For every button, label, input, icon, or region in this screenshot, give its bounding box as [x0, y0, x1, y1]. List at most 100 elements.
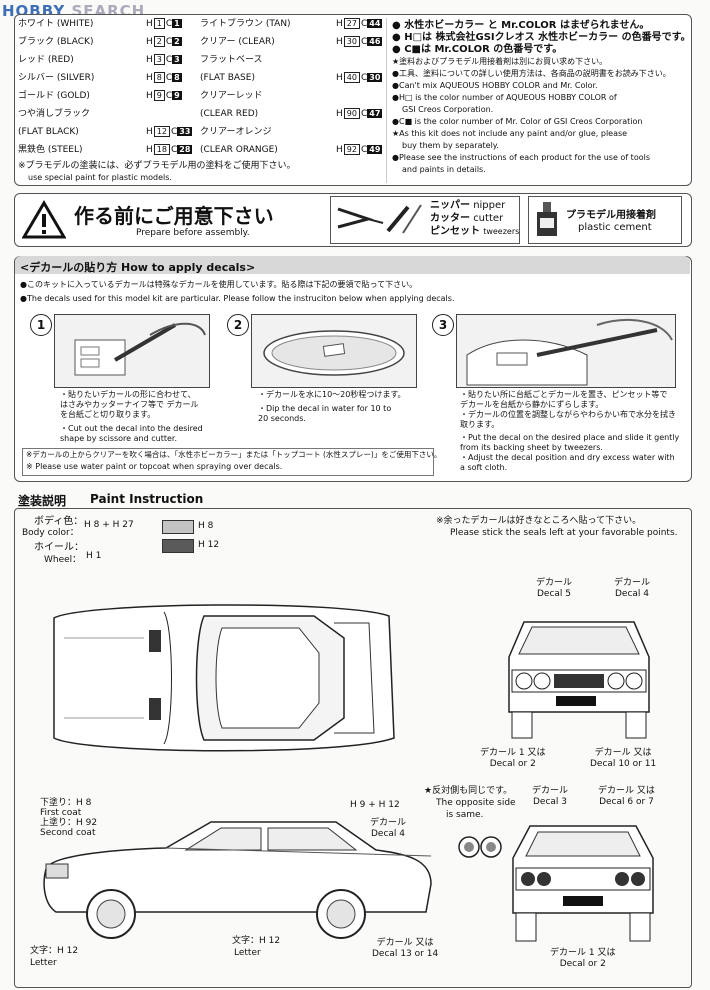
step-1-text: ・貼りたいデカールの形に合わせて、 はさみやカッターナイフ等で デカール を台紙… — [60, 390, 203, 443]
wheel-color-code: H 1 — [86, 551, 102, 561]
color-name: つや消しブラック — [18, 109, 91, 119]
h-code: 12 — [153, 126, 170, 137]
caution-subtitle: Prepare before assembly. — [136, 228, 250, 238]
h-code: 8 — [153, 72, 165, 83]
h-code: 40 — [343, 72, 360, 83]
h-code: 92 — [343, 144, 360, 155]
color-name: ホワイト (WHITE) — [18, 19, 94, 29]
c-code: 46 — [367, 37, 383, 46]
note-line: ●H□ is the color number of AQUEOUS HOBBY… — [392, 93, 617, 102]
note-line: ● 水性ホビーカラー と Mr.COLOR はまぜられません。 — [392, 20, 650, 31]
step-2-number: 2 — [227, 314, 249, 336]
note-line: ●工具、塗料についての詳しい使用方法は、各商品の説明書をお読み下さい。 — [392, 69, 671, 78]
c-code: 9 — [172, 91, 182, 100]
step-3-number: 3 — [432, 314, 454, 336]
tools-icon — [337, 204, 422, 234]
tail-lamp-detail — [458, 836, 502, 858]
note-line: ● C■は Mr.COLOR の色番号です。 — [392, 44, 563, 55]
wheel-color-jp: ホイール： — [34, 542, 84, 553]
color-name: ライトブラウン (TAN) — [200, 19, 291, 29]
letter-en-1: Letter — [30, 958, 57, 968]
note-line: GSI Creos Corporation. — [402, 105, 494, 114]
swatch-light — [162, 520, 194, 534]
second-coat-label: Second coat — [40, 828, 96, 838]
car-top-view — [53, 604, 395, 752]
decal-note-box — [22, 448, 434, 476]
tweezers-jp: ピンセット — [430, 226, 480, 237]
c-code: 33 — [177, 127, 193, 136]
c-code: 8 — [172, 73, 182, 82]
cement-bottle-icon — [537, 202, 557, 236]
decal-note-en: ※ Please use water paint or topcoat when… — [26, 462, 283, 471]
caution-box — [14, 193, 692, 247]
swatch-light-code: H 8 — [198, 521, 214, 531]
tools-panel — [330, 196, 520, 244]
opposite-side-jp: ★反対側も同じです。 — [424, 786, 513, 796]
paint-title-en: Paint Instruction — [90, 492, 204, 506]
note-line: ★塗料およびプラモデル用接着剤は別にお買い求め下さい。 — [392, 57, 608, 66]
c-code: 1 — [172, 19, 182, 28]
h-code: 9 — [153, 90, 165, 101]
h-code: 1 — [153, 18, 165, 29]
step-1-illustration — [54, 314, 210, 388]
top-code-label: H 9 + H 12 — [350, 800, 400, 810]
color-name: (CLEAR ORANGE) — [200, 145, 278, 155]
h-code: 2 — [153, 36, 165, 47]
color-name: (FLAT BASE) — [200, 73, 255, 83]
seals-note-jp: ※余ったデカールは好きなところへ貼って下さい。 — [436, 516, 642, 526]
note-line: ●Can't mix AQUEOUS HOBBY COLOR and Mr. C… — [392, 81, 598, 90]
c-code: 47 — [367, 109, 383, 118]
h-code: 30 — [343, 36, 360, 47]
nipper-en: nipper — [473, 200, 506, 211]
note-line: ●Please see the instructions of each pro… — [392, 153, 650, 162]
h-code: 18 — [153, 144, 170, 155]
tweezers-en: tweezers — [483, 227, 520, 236]
first-coat-label: First coat — [40, 808, 82, 818]
decal-note-jp: ※デカールの上からクリアーを吹く場合は、「水性ホビーカラー」または「トップコート… — [26, 450, 442, 459]
c-code: 49 — [367, 145, 383, 154]
step-3-illustration — [456, 314, 676, 388]
color-name: クリアーレッド — [200, 91, 263, 101]
cement-panel — [528, 196, 682, 244]
letter-label-1: 文字：H 12 — [30, 946, 79, 956]
paint-title-jp: 塗装説明 — [18, 494, 67, 508]
decals-header-bar — [15, 256, 690, 274]
car-rear-view — [512, 825, 654, 942]
plastic-paint-note-en: use special paint for plastic models. — [28, 173, 172, 182]
note-line: ●C■ is the color number of Mr. Color of … — [392, 117, 643, 126]
cutter-en: cutter — [473, 213, 504, 224]
note-line: ● H□は 株式会社GSIクレオス 水性ホビーカラー の色番号です。 — [392, 32, 691, 43]
caution-title: 作る前にご用意下さい — [74, 204, 274, 228]
step-1-number: 1 — [30, 314, 52, 336]
cement-en: plastic cement — [578, 222, 652, 233]
note-line: ★As this kit does not include any paint … — [392, 129, 628, 138]
color-name: ブラック (BLACK) — [18, 37, 94, 47]
color-name: フラットベース — [200, 55, 263, 65]
car-front-view — [508, 621, 650, 739]
step-3-text: ・貼りたい所に台紙ごとデカールを置き、ピンセット等で デカールを台紙から静かにず… — [460, 390, 680, 472]
body-color-code: H 8 + H 27 — [84, 520, 134, 530]
plastic-paint-note-jp: ※プラモデルの塗装には、必ずプラモデル用の塗料をご使用下さい。 — [18, 161, 296, 171]
color-name: (FLAT BLACK) — [18, 127, 79, 137]
cement-jp: プラモデル用接着剤 — [566, 210, 656, 221]
swatch-dark — [162, 539, 194, 553]
step-2-text: ・デカールを水に10〜20秒程つけます。 ・Dip the decal in w… — [258, 390, 406, 423]
h-code: 90 — [343, 108, 360, 119]
decals-header: <デカールの貼り方 How to apply decals> — [20, 261, 256, 274]
c-code: 3 — [172, 55, 182, 64]
